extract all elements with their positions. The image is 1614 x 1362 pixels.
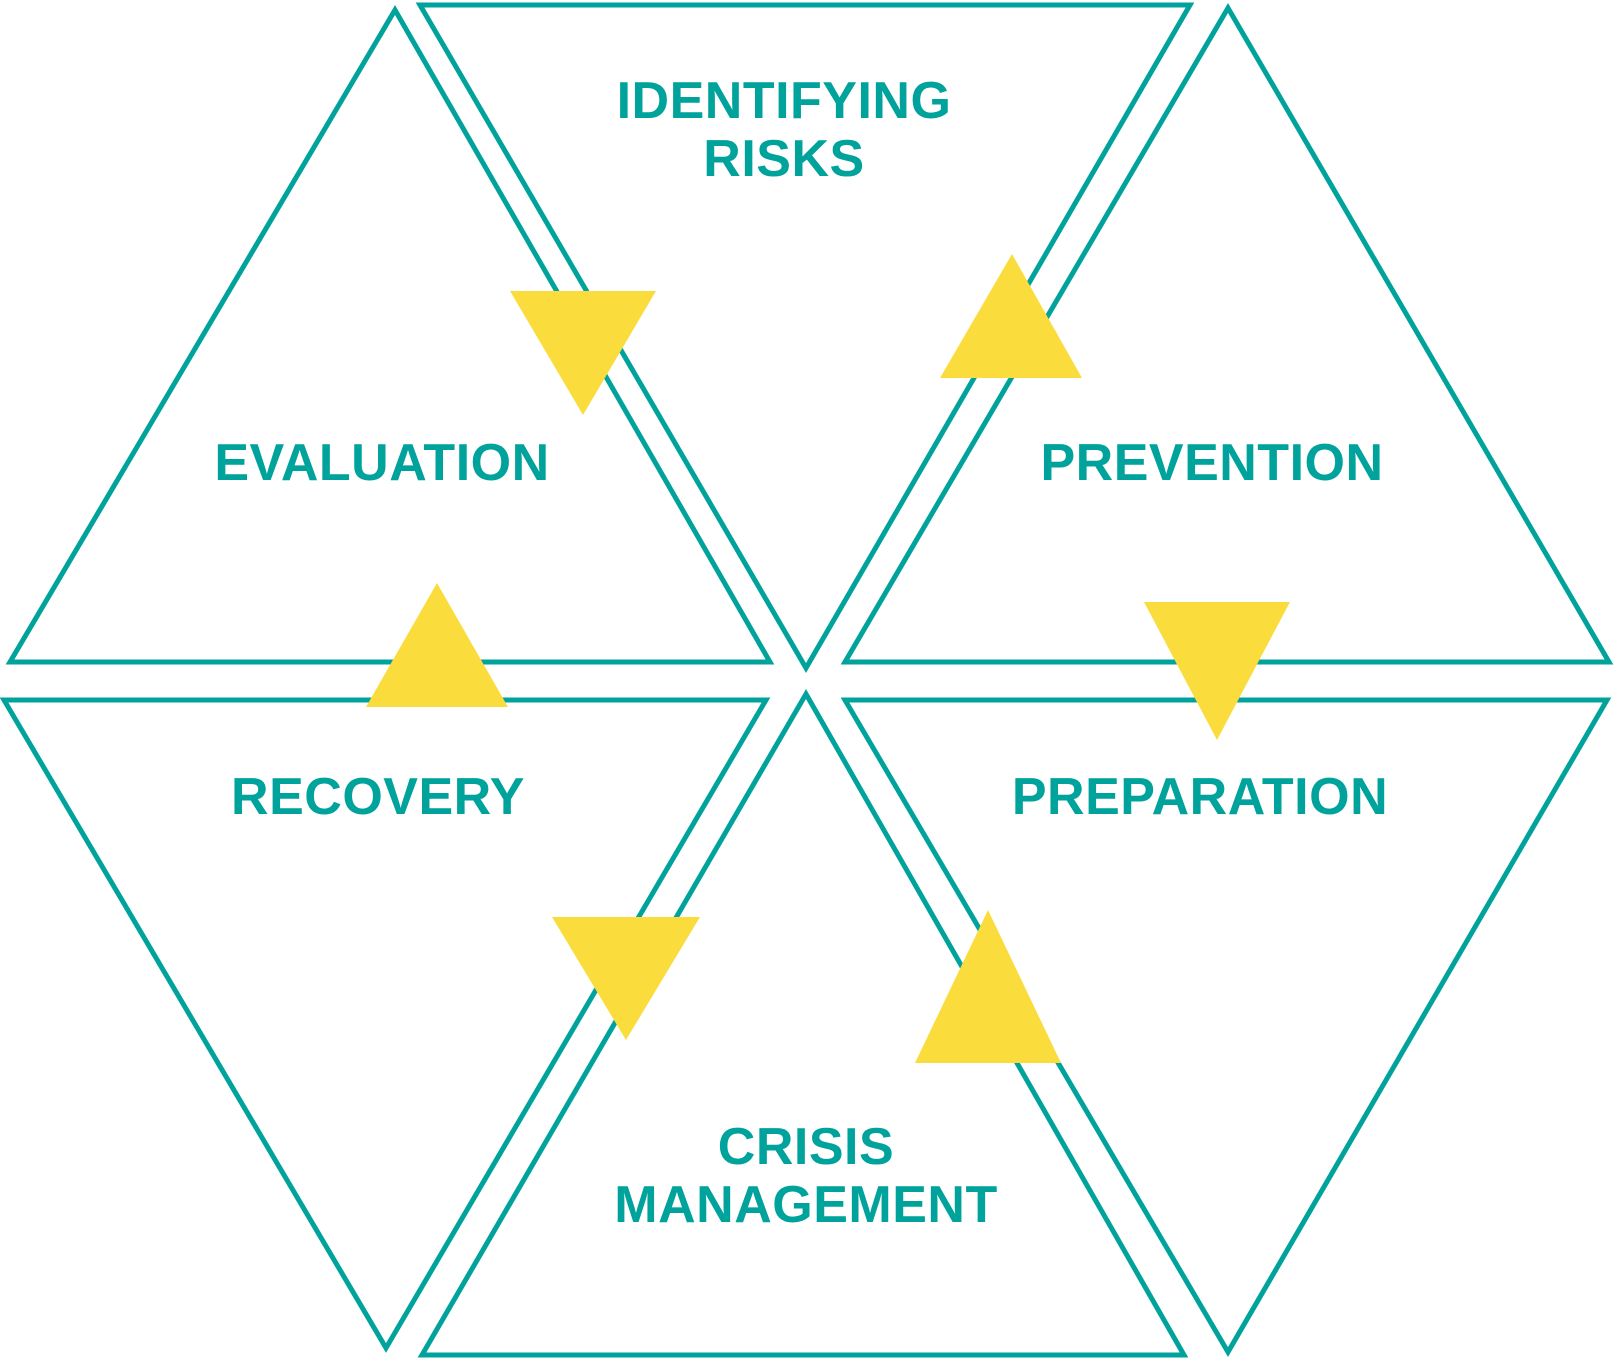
arrow-down-icon-recovery-to-evaluation <box>552 917 700 1040</box>
arrow-up-icon-crisis-to-recovery <box>915 910 1061 1063</box>
segment-label-preparation: PREPARATION <box>1011 768 1389 826</box>
arrow-up-icon-evaluation-to-identifying <box>366 583 508 707</box>
segment-label-recovery: RECOVERY <box>231 768 525 826</box>
segment-label-prevention: PREVENTION <box>1040 434 1384 492</box>
segment-prevention-outline[interactable] <box>840 3 1614 665</box>
arrow-up-icon-prevention-to-preparation <box>940 254 1082 378</box>
arrow-down-icon-identifying-to-prevention <box>510 291 656 415</box>
segment-label-evaluation: EVALUATION <box>214 434 550 492</box>
arrow-down-icon-preparation-to-crisis <box>1144 602 1290 740</box>
flow-arrows <box>366 254 1290 1063</box>
segment-label-identifying-risks: IDENTIFYING RISKS <box>616 72 952 189</box>
segment-label-crisis-management: CRISIS MANAGEMENT <box>614 1118 998 1235</box>
